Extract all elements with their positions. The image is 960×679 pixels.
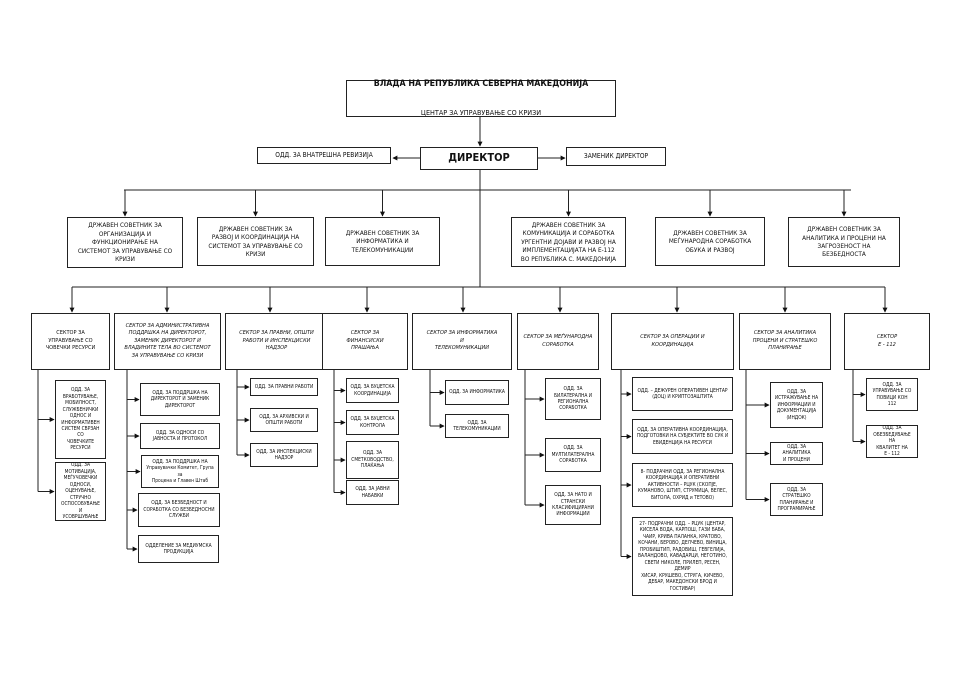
- sector-box-label: СЕКТОР ЗА УПРАВУВАЊЕ СО ЧОВЕЧКИ РЕСУРСИ: [45, 330, 96, 352]
- sector-box-label: СЕКТОР ЗА ФИНАНСИСКИ ПРАШАЊА: [346, 330, 384, 352]
- department-box: ОДД. ЗА БИЛАТЕРАЛНА И РЕГИОНАЛНА СОРАБОТ…: [545, 378, 601, 420]
- department-box: ОДД. ЗА СТРАТЕШКО ПЛАНИРАЊЕ И ПРОГРАМИРА…: [770, 483, 823, 516]
- department-box-label: ОДД. ЗА ТЕЛЕКОМУНИКАЦИИ: [453, 419, 501, 432]
- department-box-label: ОДД. ЗА МОТИВАЦИЈА, МЕЃУЧОВЕЧКИ ОДНОСИ, …: [61, 462, 100, 521]
- sector-box-label: СЕКТОР ЗА АНАЛИТИКА ПРОЦЕНИ И СТРАТЕШКО …: [752, 330, 818, 352]
- department-box-label: ОДД. ЗА ЈАВНИ НАБАВКИ: [355, 486, 390, 499]
- sector-box: СЕКТОР ЗА ИНФОРМАТИКА И ТЕЛЕКОМУНИКАЦИИ: [412, 313, 512, 370]
- department-box-label: ОДД. ЗА ОДНОСИ СО ЈАВНОСТА И ПРОТОКОЛ: [152, 429, 208, 442]
- department-box-label: ОДД. ЗА АРХИВСКИ И ОПШТИ РАБОТИ: [259, 413, 309, 426]
- department-box-label: ОДДЕЛЕНИЕ ЗА МЕДИУМСКА ПРОДУКЦИЈА: [145, 542, 212, 555]
- department-box: ОДДЕЛЕНИЕ ЗА МЕДИУМСКА ПРОДУКЦИЈА: [138, 535, 219, 563]
- department-box: ОДД. ЗА НАТО И СТРАНСКИ КЛАСИФИЦИРАНИ ИН…: [545, 485, 601, 525]
- department-box-label: ОДД. ЗА ОПЕРАТИВНА КООРДИНАЦИЈА, ПОДГОТО…: [636, 426, 729, 446]
- department-box: ОДД. ЗА ИНФОРМАТИКА: [445, 380, 509, 405]
- state-advisor-box: ДРЖАВЕН СОВЕТНИК ЗА АНАЛИТИКА И ПРОЦЕНИ …: [788, 217, 900, 267]
- department-box-label: ОДД. ЗА ИНСПЕКЦИСКИ НАДЗОР: [256, 448, 312, 461]
- department-box-label: 27- ПОДРАЧНИ ОДД. – РЦУК (ЦЕНТАР, КИСЕЛА…: [638, 520, 727, 592]
- internal-audit-box: ОДД. ЗА ВНАТРЕШНА РЕВИЗИЈА: [257, 147, 391, 164]
- department-box: ОДД. ЗА УПРАВУВАЊЕ СО ПОВИЦИ КОН 112: [866, 378, 918, 411]
- department-box-label: ОДД. ЗА ИСТРАЖУВАЊЕ НА ИНФОРМАЦИИ И ДОКУ…: [774, 388, 819, 421]
- department-box-label: ОДД. ЗА БЕЗБЕДНОСТ И СОРАБОТКА СО БЕЗБЕД…: [143, 500, 215, 520]
- department-box: ОДД. ЗА ЈАВНИ НАБАВКИ: [346, 480, 399, 505]
- department-box: ОДД. ЗА АРХИВСКИ И ОПШТИ РАБОТИ: [250, 408, 318, 432]
- department-box-label: ОДД. ЗА ИНФОРМАТИКА: [449, 389, 505, 396]
- department-box: ОДД. ЗА ПОДДРШКА НА ДИРЕКТОРОТ И ЗАМЕНИК…: [140, 383, 220, 416]
- department-box: ОДД. ЗА ОПЕРАТИВНА КООРДИНАЦИЈА, ПОДГОТО…: [632, 419, 733, 454]
- department-box: ОДД. ЗА ОБЕЗБЕДУВАЊЕ НА КВАЛИТЕТ НА Е - …: [866, 425, 918, 458]
- sector-box-label: СЕКТОР ЗА АДМИНИСТРАТИВНА ПОДДРШКА НА ДИ…: [124, 323, 211, 359]
- state-advisor-box: ДРЖАВЕН СОВЕТНИК ЗА ОРГАНИЗАЦИЈА И ФУНКЦ…: [67, 217, 183, 268]
- department-box: ОДД. ЗА ПОДДРШКА НА Управувачки Комитет,…: [141, 455, 219, 488]
- sector-box: СЕКТОР ЗА ФИНАНСИСКИ ПРАШАЊА: [322, 313, 408, 370]
- state-advisor-box-label: ДРЖАВЕН СОВЕТНИК ЗА ИНФОРМАТИКА И ТЕЛЕКО…: [345, 228, 420, 254]
- deputy-director-label: ЗАМЕНИК ДИРЕКТОР: [583, 152, 649, 161]
- department-box: ОДД. ЗА БЕЗБЕДНОСТ И СОРАБОТКА СО БЕЗБЕД…: [138, 493, 220, 527]
- department-box: ОДД. ЗА ТЕЛЕКОМУНИКАЦИИ: [445, 414, 509, 438]
- sector-box-label: СЕКТОР Е - 112: [876, 334, 898, 348]
- department-box-label: ОДД. ЗА ПОДДРШКА НА ДИРЕКТОРОТ И ЗАМЕНИК…: [150, 389, 210, 409]
- state-advisor-box-label: ДРЖАВЕН СОВЕТНИК ЗА РАЗВОЈ И КООРДИНАЦИЈ…: [208, 224, 303, 258]
- state-advisor-box-label: ДРЖАВЕН СОВЕТНИК ЗА ОРГАНИЗАЦИЈА И ФУНКЦ…: [77, 221, 173, 264]
- government-title: ВЛАДА НА РЕПУБЛИКА СЕВЕРНА МАКЕДОНИЈА: [373, 79, 589, 90]
- sector-box: СЕКТОР Е - 112: [844, 313, 930, 370]
- state-advisor-box: ДРЖАВЕН СОВЕТНИК ЗА КОМУНИКАЦИЈА И СОРАБ…: [511, 217, 626, 267]
- department-box-label: ОДД. ЗА НАТО И СТРАНСКИ КЛАСИФИЦИРАНИ ИН…: [552, 492, 594, 518]
- sector-box-label: СЕКТОР ЗА МЕЃУНАРОДНА СОРАБОТКА: [523, 334, 593, 348]
- sector-box: СЕКТОР ЗА МЕЃУНАРОДНА СОРАБОТКА: [517, 313, 599, 370]
- internal-audit-label: ОДД. ЗА ВНАТРЕШНА РЕВИЗИЈА: [275, 151, 373, 160]
- department-box: ОДД. ЗА ИНСПЕКЦИСКИ НАДЗОР: [250, 443, 318, 467]
- sector-box-label: СЕКТОР ЗА ОПЕРАЦИИ И КООРДИНАЦИЈА: [640, 334, 705, 348]
- state-advisor-box-label: ДРЖАВЕН СОВЕТНИК ЗА КОМУНИКАЦИЈА И СОРАБ…: [520, 220, 617, 263]
- state-advisor-box-label: ДРЖАВЕН СОВЕТНИК ЗА АНАЛИТИКА И ПРОЦЕНИ …: [802, 225, 886, 259]
- department-box-label: ОДД. ЗА БИЛАТЕРАЛНА И РЕГИОНАЛНА СОРАБОТ…: [553, 386, 593, 412]
- department-box-label: ОДД. ЗА УПРАВУВАЊЕ СО ПОВИЦИ КОН 112: [872, 381, 912, 407]
- department-box: ОДД. ЗА БУЏЕТСКА КОНТРОЛА: [346, 410, 399, 435]
- sector-box: СЕКТОР ЗА ПРАВНИ, ОПШТИ РАБОТИ И ИНСПЕКЦ…: [225, 313, 328, 370]
- department-box: ОДД. ЗА МОТИВАЦИЈА, МЕЃУЧОВЕЧКИ ОДНОСИ, …: [55, 462, 106, 521]
- department-box-label: ОДД. ЗА БУЏЕТСКА КОНТРОЛА: [350, 416, 395, 429]
- department-box: ОДД. ЗА ВРАБОТУВАЊЕ, МОБИЛНОСТ, СЛУЖБЕНИ…: [55, 380, 106, 459]
- sector-box-label: СЕКТОР ЗА ПРАВНИ, ОПШТИ РАБОТИ И ИНСПЕКЦ…: [239, 330, 314, 352]
- director-box: ДИРЕКТОР: [420, 147, 538, 170]
- department-box-label: ОДД. ЗА МУЛТИЛАТЕРАЛНА СОРАБОТКА: [551, 445, 595, 465]
- department-box-label: ОДД. ЗА СМЕТКОВОДСТВО, ПЛАЌАЊА: [351, 450, 394, 470]
- department-box: ОДД. ЗА БУЏЕТСКА КООРДИНАЦИЈА: [346, 378, 399, 403]
- sector-box-label: СЕКТОР ЗА ИНФОРМАТИКА И ТЕЛЕКОМУНИКАЦИИ: [426, 330, 498, 352]
- state-advisor-box: ДРЖАВЕН СОВЕТНИК ЗА РАЗВОЈ И КООРДИНАЦИЈ…: [197, 217, 314, 266]
- department-box-label: ОДД. ЗА ПОДДРШКА НА Управувачки Комитет,…: [146, 458, 214, 484]
- department-box: ОДД. – ДЕЖУРЕН ОПЕРАТИВЕН ЦЕНТАР (ДОЦ) И…: [632, 377, 733, 411]
- state-advisor-box: ДРЖАВЕН СОВЕТНИК ЗА ИНФОРМАТИКА И ТЕЛЕКО…: [325, 217, 440, 266]
- department-box-label: ОДД. ЗА ОБЕЗБЕДУВАЊЕ НА КВАЛИТЕТ НА Е - …: [873, 425, 911, 458]
- department-box: ОДД. ЗА АНАЛИТИКА И ПРОЦЕНИ: [770, 442, 823, 465]
- department-box: ОДД. ЗА СМЕТКОВОДСТВО, ПЛАЌАЊА: [346, 441, 399, 479]
- sector-box: СЕКТОР ЗА АДМИНИСТРАТИВНА ПОДДРШКА НА ДИ…: [114, 313, 221, 370]
- department-box-label: ОДД. ЗА БУЏЕТСКА КООРДИНАЦИЈА: [350, 384, 395, 397]
- sector-box: СЕКТОР ЗА ОПЕРАЦИИ И КООРДИНАЦИЈА: [611, 313, 734, 370]
- department-box: 27- ПОДРАЧНИ ОДД. – РЦУК (ЦЕНТАР, КИСЕЛА…: [632, 517, 733, 596]
- government-header-box: ВЛАДА НА РЕПУБЛИКА СЕВЕРНА МАКЕДОНИЈА ЦЕ…: [346, 79, 616, 118]
- director-label: ДИРЕКТОР: [448, 151, 510, 165]
- department-box: ОДД. ЗА МУЛТИЛАТЕРАЛНА СОРАБОТКА: [545, 438, 601, 472]
- department-box-label: ОДД. ЗА ПРАВНИ РАБОТИ: [254, 383, 314, 390]
- department-box-label: ОДД. ЗА ВРАБОТУВАЊЕ, МОБИЛНОСТ, СЛУЖБЕНИ…: [61, 387, 100, 452]
- center-title: ЦЕНТАР ЗА УПРАВУВАЊЕ СО КРИЗИ: [420, 108, 542, 118]
- department-box: ОДД. ЗА ПРАВНИ РАБОТИ: [250, 378, 318, 396]
- state-advisor-box-label: ДРЖАВЕН СОВЕТНИК ЗА МЕЃУНАРОДНА СОРАБОТК…: [668, 228, 752, 254]
- department-box-label: ОДД. – ДЕЖУРЕН ОПЕРАТИВЕН ЦЕНТАР (ДОЦ) И…: [637, 387, 728, 400]
- sector-box: СЕКТОР ЗА АНАЛИТИКА ПРОЦЕНИ И СТРАТЕШКО …: [739, 313, 831, 370]
- department-box-label: ОДД. ЗА СТРАТЕШКО ПЛАНИРАЊЕ И ПРОГРАМИРА…: [777, 486, 816, 512]
- department-box: ОДД. ЗА ИСТРАЖУВАЊЕ НА ИНФОРМАЦИИ И ДОКУ…: [770, 382, 823, 428]
- department-box: ОДД. ЗА ОДНОСИ СО ЈАВНОСТА И ПРОТОКОЛ: [140, 423, 220, 449]
- state-advisor-box: ДРЖАВЕН СОВЕТНИК ЗА МЕЃУНАРОДНА СОРАБОТК…: [655, 217, 765, 266]
- sector-box: СЕКТОР ЗА УПРАВУВАЊЕ СО ЧОВЕЧКИ РЕСУРСИ: [31, 313, 110, 370]
- department-box-label: ОДД. ЗА АНАЛИТИКА И ПРОЦЕНИ: [782, 443, 811, 463]
- deputy-director-box: ЗАМЕНИК ДИРЕКТОР: [566, 147, 666, 166]
- department-box-label: 8- ПОДРАЧНИ ОДД. ЗА РЕГИОНАЛНА КООРДИНАЦ…: [637, 468, 728, 501]
- department-box: 8- ПОДРАЧНИ ОДД. ЗА РЕГИОНАЛНА КООРДИНАЦ…: [632, 463, 733, 507]
